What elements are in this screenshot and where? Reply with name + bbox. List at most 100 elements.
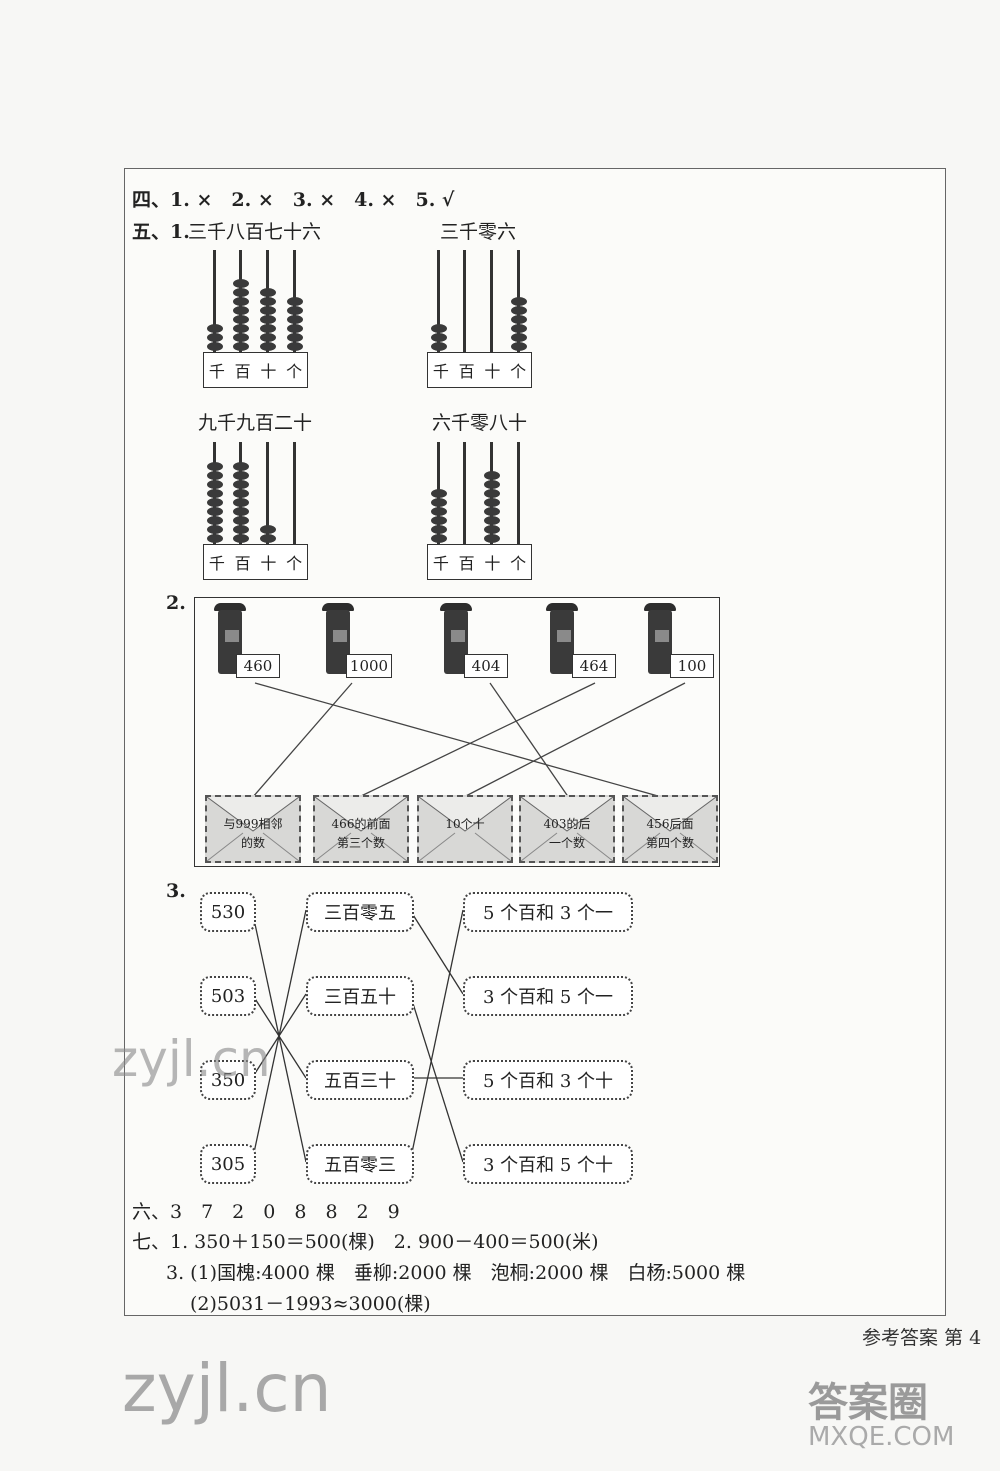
abacus-bead — [206, 525, 223, 534]
abacus-bead — [430, 489, 447, 498]
envelope-card: 403的后一个数 — [519, 795, 615, 863]
place-label: 百 — [234, 362, 251, 381]
abacus-place-labels: 千百十个 — [203, 544, 308, 580]
abacus-bead — [232, 507, 249, 516]
abacus-bead — [232, 525, 249, 534]
place-label: 个 — [510, 362, 527, 381]
mailbox-number: 460 — [236, 654, 280, 678]
section-6: 六、3 7 2 0 8 8 2 9 — [132, 1201, 400, 1223]
abacus-bead — [430, 507, 447, 516]
place-label: 千 — [432, 554, 449, 573]
place-label: 十 — [260, 554, 277, 573]
abacus-rod — [293, 442, 296, 544]
abacus-bead — [232, 342, 249, 351]
abacus-rod — [463, 250, 466, 352]
place-value-card: 5 个百和 3 个一 — [463, 892, 633, 932]
mailbox-number: 464 — [572, 654, 616, 678]
place-label: 百 — [458, 362, 475, 381]
abacus-bead — [510, 342, 527, 351]
mailbox-icon — [546, 603, 578, 675]
envelope-card: 与999相邻的数 — [205, 795, 301, 863]
abacus-bead — [259, 342, 276, 351]
watermark-logo: 答案圈 — [808, 1380, 928, 1426]
abacus-bead — [232, 333, 249, 342]
abacus-bead — [286, 333, 303, 342]
abacus-bead — [232, 306, 249, 315]
abacus-bead — [510, 306, 527, 315]
abacus-bead — [206, 324, 223, 333]
place-label: 十 — [260, 362, 277, 381]
abacus-bead — [206, 498, 223, 507]
mailbox-icon — [644, 603, 676, 675]
abacus-bead — [483, 498, 500, 507]
abacus-bead — [259, 525, 276, 534]
abacus-bead — [259, 324, 276, 333]
abacus-rod — [517, 442, 520, 544]
abacus-bead — [206, 507, 223, 516]
abacus-caption: 九千九百二十 — [198, 412, 313, 434]
abacus-bead — [206, 342, 223, 351]
abacus-bead — [430, 324, 447, 333]
chinese-number-card: 三百零五 — [306, 892, 414, 932]
abacus-bead — [206, 462, 223, 471]
chinese-number-card: 五百零三 — [306, 1144, 414, 1184]
abacus-place-labels: 千百十个 — [427, 544, 532, 580]
place-value-card: 5 个百和 3 个十 — [463, 1060, 633, 1100]
abacus-rod — [490, 250, 493, 352]
place-value-card: 3 个百和 5 个一 — [463, 976, 633, 1016]
abacus-bead — [510, 297, 527, 306]
mailbox-icon — [440, 603, 472, 675]
number-card: 530 — [200, 892, 256, 932]
footer-page-label: 参考答案 第 4 — [862, 1327, 982, 1349]
abacus-bead — [232, 489, 249, 498]
mailbox-number: 1000 — [346, 654, 392, 678]
abacus-bead — [206, 516, 223, 525]
place-label: 千 — [432, 362, 449, 381]
abacus: 千百十个 — [427, 440, 532, 580]
abacus-bead — [430, 534, 447, 543]
place-label: 百 — [234, 554, 251, 573]
abacus: 千百十个 — [427, 248, 532, 388]
abacus-bead — [430, 342, 447, 351]
chinese-number-card: 三百五十 — [306, 976, 414, 1016]
abacus-bead — [206, 471, 223, 480]
envelope-card: 456后面第四个数 — [622, 795, 718, 863]
watermark: zyjl.cn — [122, 1350, 332, 1427]
section-7-line3: (2)5031－1993≈3000(棵) — [190, 1293, 431, 1315]
abacus-caption: 六千零八十 — [432, 412, 528, 434]
matching-lines — [251, 682, 686, 799]
abacus-bead — [232, 516, 249, 525]
abacus-rod — [437, 250, 440, 352]
abacus-bead — [483, 525, 500, 534]
abacus-rod — [463, 442, 466, 544]
abacus-bead — [232, 534, 249, 543]
abacus-bead — [483, 507, 500, 516]
abacus-bead — [259, 315, 276, 324]
section-5-q3-label: 3. — [166, 880, 186, 902]
place-label: 个 — [286, 554, 303, 573]
mailbox-number: 404 — [464, 654, 508, 678]
envelope-card: 10个十 — [417, 795, 513, 863]
abacus-bead — [206, 489, 223, 498]
abacus-bead — [259, 306, 276, 315]
abacus-bead — [430, 516, 447, 525]
abacus-bead — [232, 315, 249, 324]
place-label: 千 — [208, 362, 225, 381]
place-label: 百 — [458, 554, 475, 573]
number-card: 503 — [200, 976, 256, 1016]
abacus-bead — [510, 324, 527, 333]
section-4: 四、1. × 2. × 3. × 4. × 5. √ — [132, 189, 455, 211]
abacus-place-labels: 千百十个 — [203, 352, 308, 388]
abacus-bead — [286, 306, 303, 315]
number-card: 350 — [200, 1060, 256, 1100]
abacus-bead — [483, 480, 500, 489]
chinese-number-card: 五百三十 — [306, 1060, 414, 1100]
envelope-card: 466的前面第三个数 — [313, 795, 409, 863]
section-5-q1-label: 五、1. — [132, 221, 190, 243]
abacus-bead — [430, 498, 447, 507]
abacus-bead — [286, 315, 303, 324]
abacus-caption: 三千零六 — [440, 221, 517, 243]
mailbox-icon — [322, 603, 354, 675]
abacus-bead — [286, 342, 303, 351]
